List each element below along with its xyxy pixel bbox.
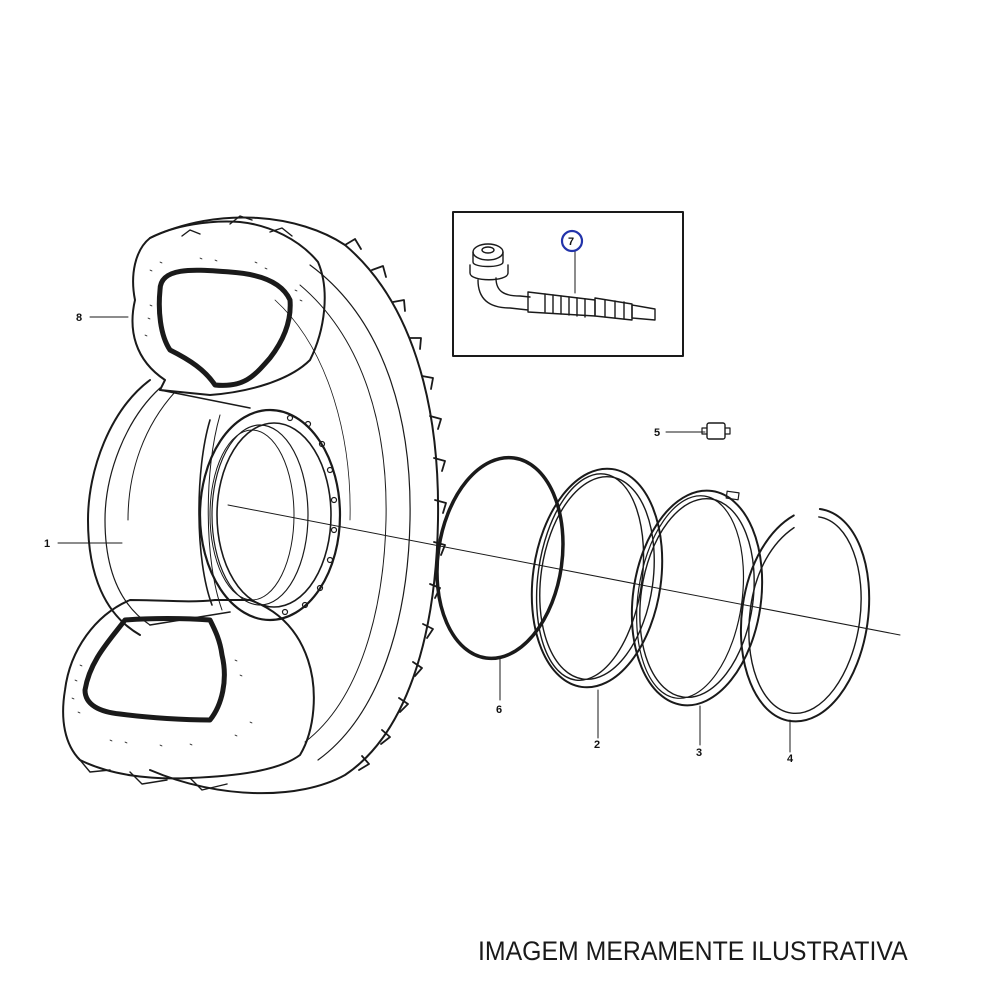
callout-7[interactable]: 7 xyxy=(568,236,574,248)
bead-seat-ring-drawing xyxy=(630,489,764,707)
callout-1[interactable]: 1 xyxy=(44,538,50,550)
detail-box xyxy=(452,211,684,357)
callout-8[interactable]: 8 xyxy=(76,312,82,324)
callout-6[interactable]: 6 xyxy=(496,704,502,716)
callout-7-highlight-circle xyxy=(560,229,584,253)
valve-core-part-drawing xyxy=(701,422,731,440)
valve-stem-drawing xyxy=(469,243,656,321)
o-ring-drawing xyxy=(435,455,565,661)
tire-drawing xyxy=(62,215,447,795)
callout-3[interactable]: 3 xyxy=(696,747,702,759)
axis-line xyxy=(227,504,901,636)
leader-lines xyxy=(57,250,791,753)
callout-4[interactable]: 4 xyxy=(787,753,794,765)
callout-5[interactable]: 5 xyxy=(654,427,660,439)
rim-drawing xyxy=(87,379,342,636)
disclaimer-text: IMAGEM MERAMENTE ILUSTRATIVA xyxy=(478,936,908,966)
lock-ring-drawing xyxy=(530,467,664,689)
callout-2[interactable]: 2 xyxy=(594,739,600,751)
